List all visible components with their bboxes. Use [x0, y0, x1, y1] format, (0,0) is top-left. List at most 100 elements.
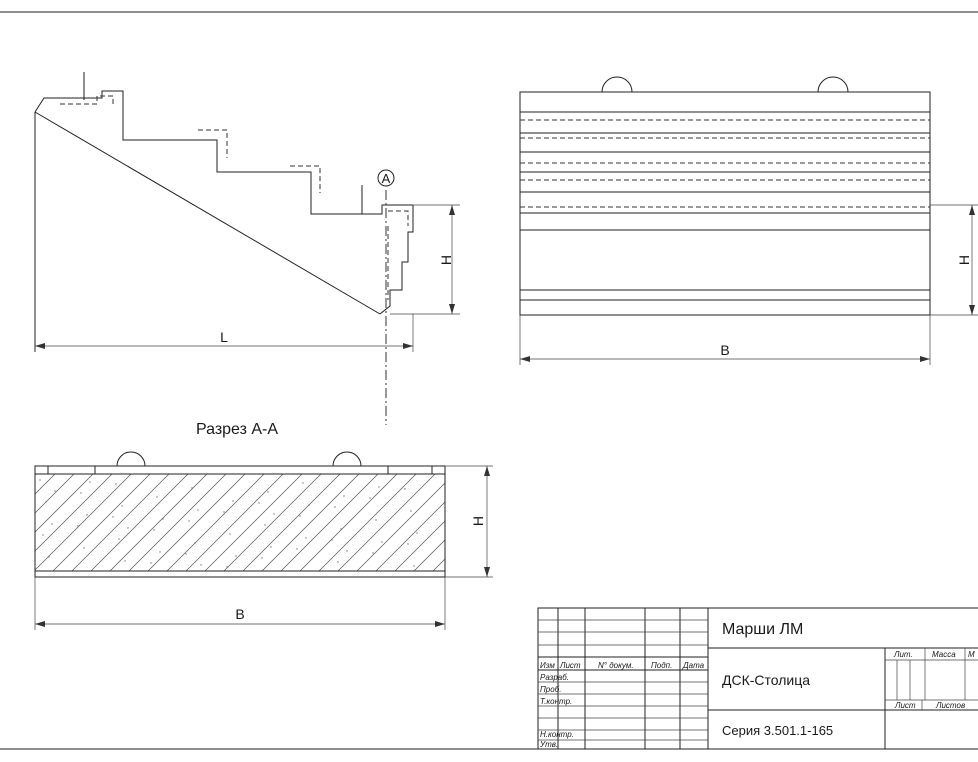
aggregate-dot	[232, 500, 234, 502]
aggregate-dot	[302, 482, 304, 484]
aggregate-dot	[150, 562, 152, 564]
aggregate-dot	[264, 524, 266, 526]
hatch-line	[128, 474, 227, 571]
aggregate-dot	[334, 506, 336, 508]
aggregate-dot	[121, 505, 123, 507]
hatch-line	[185, 474, 284, 571]
aggregate-dot	[86, 514, 88, 516]
aggregate-dot	[235, 555, 237, 557]
aggregate-dot	[156, 496, 158, 498]
hatch-line	[35, 474, 94, 533]
aggregate-dot	[372, 552, 374, 554]
aggregate-dot	[51, 523, 53, 525]
hatch-line	[242, 474, 341, 571]
hatch-line	[223, 474, 322, 571]
aggregate-dot	[77, 525, 79, 527]
section-a-a: Разрез А-А H B	[0, 421, 549, 630]
section-height-label: H	[470, 516, 486, 526]
row-label-prov: Проб.	[540, 685, 561, 694]
hatch-line	[166, 474, 265, 571]
aggregate-dot	[407, 543, 409, 545]
lit-label: Лит.	[893, 650, 913, 659]
series-number: Серия 3.501.1-165	[722, 723, 833, 738]
row-label-utv: Утв.	[539, 740, 558, 749]
aggregate-dot	[200, 564, 202, 566]
hatch-line	[375, 501, 445, 571]
aggregate-dot	[127, 527, 129, 529]
aggregate-dot	[258, 502, 260, 504]
aggregate-dot	[188, 520, 190, 522]
section-title: Разрез А-А	[196, 421, 278, 438]
aggregate-dot	[48, 556, 50, 558]
aggregate-dot	[229, 533, 231, 535]
aggregate-dot	[308, 504, 310, 506]
aggregate-dot	[404, 488, 406, 490]
aggregate-dot	[162, 518, 164, 520]
sheet-label: Лист	[894, 701, 916, 710]
aggregate-dot	[296, 548, 298, 550]
hatch-line	[52, 474, 151, 571]
aggregate-dot	[340, 528, 342, 530]
hatch-line	[280, 474, 379, 571]
section-marker-label: A	[382, 171, 391, 186]
organization-name: ДСК-Столица	[722, 672, 810, 688]
hatch-line	[318, 474, 417, 571]
side-length-label: L	[220, 329, 228, 345]
col-header-doc: N° докум.	[598, 661, 634, 670]
hatch-line	[0, 474, 17, 571]
scale-label: М	[968, 650, 975, 659]
sheets-label: Листов	[935, 701, 965, 710]
hatch-line	[109, 474, 208, 571]
hatch-line	[35, 474, 56, 495]
aggregate-dot	[197, 509, 199, 511]
hatch-line	[356, 482, 445, 571]
hatch-line	[204, 474, 303, 571]
section-width-label: B	[235, 606, 244, 622]
hatch-line	[337, 474, 436, 571]
aggregate-dot	[369, 497, 371, 499]
hatch-line	[71, 474, 170, 571]
section-marker-circle	[377, 169, 395, 187]
hatch-line	[35, 474, 113, 552]
hatch-line	[90, 474, 189, 571]
aggregate-dot	[378, 486, 380, 488]
stair-plan-view: H B	[519, 76, 978, 365]
hatch-line	[35, 474, 75, 514]
hatch-line	[35, 474, 37, 476]
drawing-name: Марши ЛМ	[722, 621, 803, 638]
aggregate-dot	[54, 490, 56, 492]
aggregate-dot	[153, 529, 155, 531]
hatch-line	[452, 474, 549, 571]
aggregate-dot	[226, 566, 228, 568]
concrete-hatching	[0, 474, 549, 571]
aggregate-dot	[337, 561, 339, 563]
aggregate-dot	[194, 542, 196, 544]
hatch-line	[147, 474, 246, 571]
aggregate-dot	[375, 519, 377, 521]
aggregate-dot	[381, 541, 383, 543]
aggregate-dot	[416, 532, 418, 534]
aggregate-dot	[305, 537, 307, 539]
aggregate-dot	[223, 511, 225, 513]
aggregate-dot	[112, 516, 114, 518]
aggregate-dot	[299, 515, 301, 517]
aggregate-dot	[115, 483, 117, 485]
hatch-line	[261, 474, 360, 571]
col-header-sign: Подп.	[651, 661, 672, 670]
plan-width-label: B	[720, 342, 729, 358]
row-label-tkontr: Т.контр.	[540, 697, 572, 706]
aggregate-dot	[331, 539, 333, 541]
aggregate-dot	[80, 492, 82, 494]
aggregate-dot	[261, 557, 263, 559]
hatch-line	[299, 474, 398, 571]
aggregate-dot	[191, 487, 193, 489]
hatch-line	[413, 539, 445, 571]
aggregate-dot	[413, 565, 415, 567]
plan-height-label: H	[956, 255, 972, 265]
mass-label: Масса	[932, 650, 956, 659]
aggregate-dot	[410, 510, 412, 512]
side-height-label: H	[438, 255, 454, 265]
aggregate-dot	[83, 547, 85, 549]
aggregate-dot	[42, 534, 44, 536]
